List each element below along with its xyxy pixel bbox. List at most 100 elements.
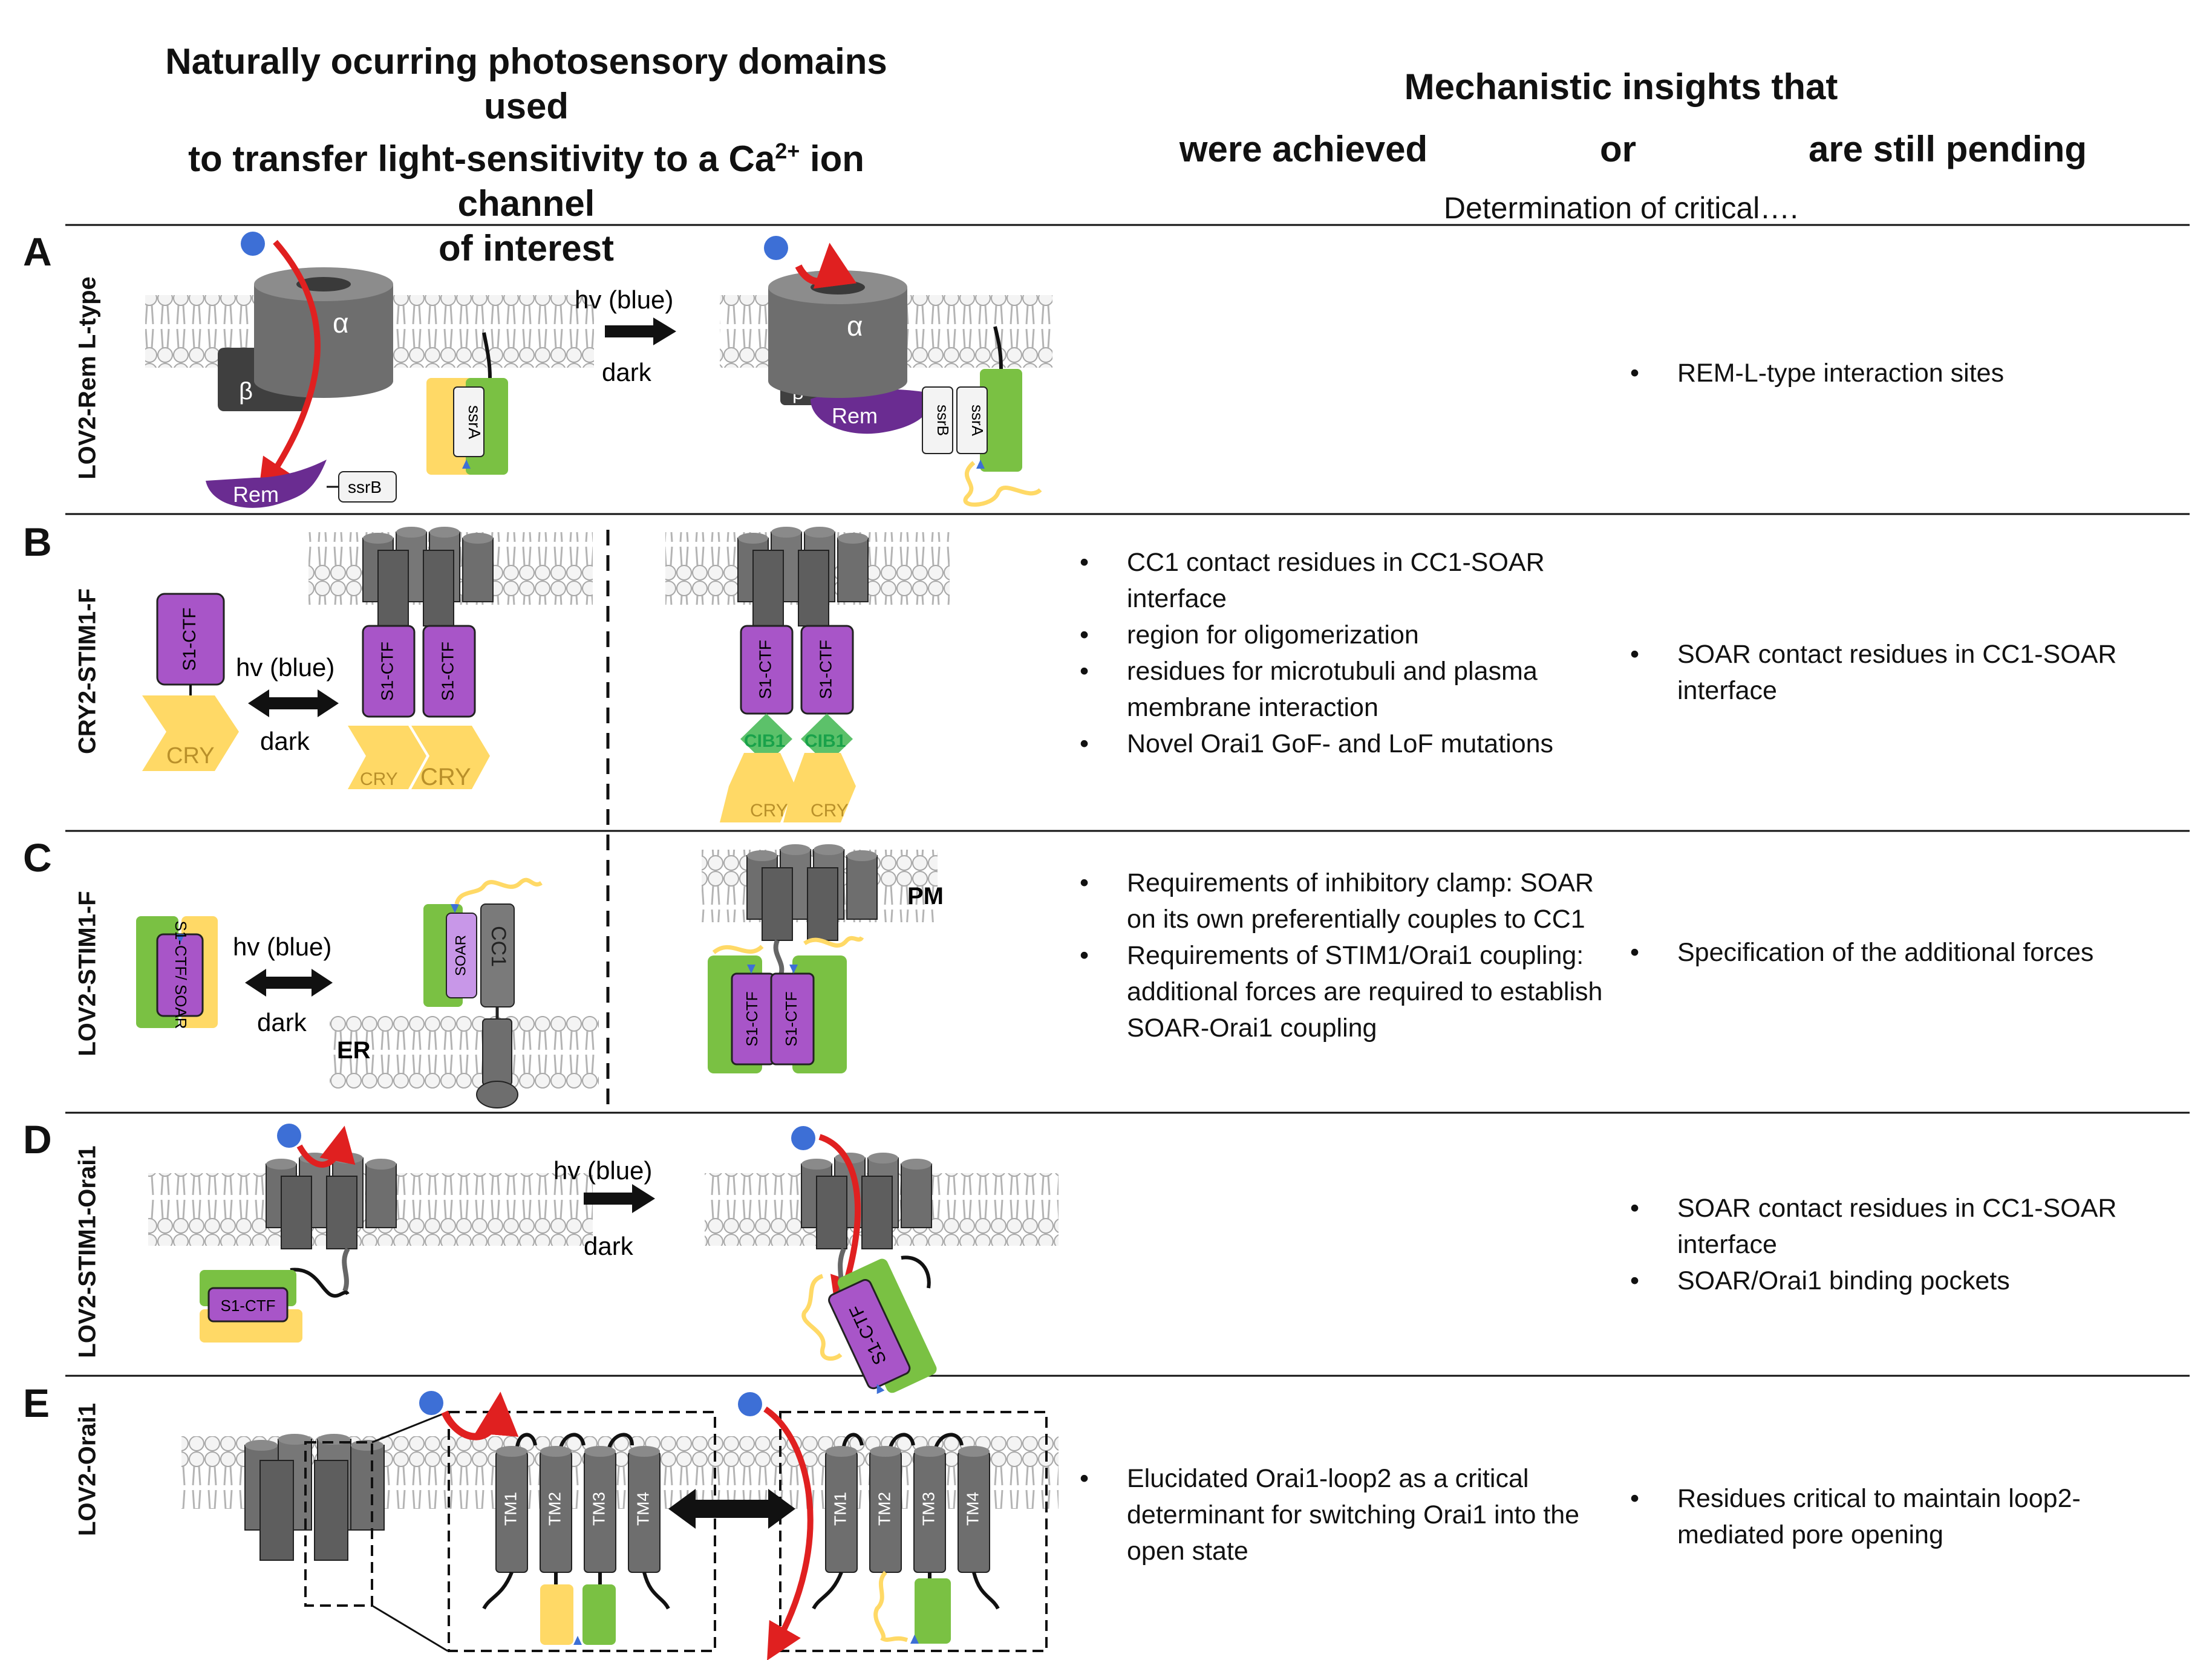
light-arrow <box>605 317 676 345</box>
diagram-shape: S1-CTF <box>828 1258 937 1395</box>
ssra-box <box>453 386 484 457</box>
diagram-shape <box>451 904 459 913</box>
diagram-shape: S1-CTF <box>180 608 200 671</box>
achieved-list-e: Elucidated Orai1-loop2 as a critical det… <box>1080 1460 1606 1569</box>
list-item: Novel Orai1 GoF- and LoF mutations <box>1080 726 1606 762</box>
diagram-shape <box>482 1571 670 1610</box>
diagram-shape <box>868 1153 898 1164</box>
diagram-shape: dark <box>260 727 310 755</box>
diagram-shape <box>326 1176 357 1249</box>
diagram-shape: dark <box>257 1008 307 1037</box>
diagram-shape <box>762 867 793 941</box>
diagram-shape: TM3 <box>589 1492 608 1526</box>
pending-list-d: SOAR contact residues in CC1-SOAR interf… <box>1630 1190 2150 1299</box>
diagram-shape: S1-CTF <box>816 640 835 699</box>
jalpha-helix <box>963 461 1042 507</box>
orai-channel <box>362 527 494 627</box>
diagram-shape: ssrB <box>348 478 382 496</box>
diagram-shape: ER <box>337 1037 371 1064</box>
pending-heading: are still pending <box>1808 129 2087 169</box>
diagram-shape <box>363 533 393 544</box>
diagram-shape <box>901 1159 931 1170</box>
diagram-shape <box>371 1411 448 1444</box>
rem-protein <box>811 389 932 434</box>
s1ctf-box <box>422 625 476 718</box>
diagram-shape <box>876 1384 885 1395</box>
diagram-shape <box>463 533 493 544</box>
diagram-shape <box>365 1164 397 1228</box>
diagram-shape: hv (blue) <box>233 933 331 961</box>
ssra-box <box>956 386 988 454</box>
lov2-yellow <box>540 1584 573 1645</box>
list-item: REM-L-type interaction sites <box>1630 355 2174 391</box>
lov2-green <box>915 1578 951 1644</box>
orai-channel <box>244 1434 385 1561</box>
rem-protein <box>206 460 327 508</box>
zoom-panel <box>448 1411 716 1652</box>
row-label-b: CRY2-STIM1-F <box>74 588 101 755</box>
diagram-shape <box>423 550 454 627</box>
row-label-a: LOV2-Rem L-type <box>74 276 101 480</box>
diagram-shape <box>901 1255 931 1289</box>
diagram-shape: TM1 <box>501 1492 520 1526</box>
row-letter-c: C <box>23 835 52 880</box>
diagram-shape <box>278 1434 311 1445</box>
row-a-diagram: β α Rem ssrB ssrA hv (blue) dark β Rem α <box>145 232 1052 508</box>
title-line: to transfer light-sensitivity to a Ca <box>188 138 775 179</box>
diagram-shape: S1-CTF/ SOAR <box>172 920 190 1029</box>
header-subtitle: Determination of critical…. <box>1443 191 1799 225</box>
diagram-shape <box>245 1440 278 1451</box>
diagram-shape: hv (blue) <box>236 653 334 682</box>
chromophore-icon <box>764 236 788 260</box>
jalpha-helix <box>873 1570 909 1642</box>
membrane <box>330 1016 599 1089</box>
diagram-shape <box>838 533 868 544</box>
diagram-shape <box>296 277 351 291</box>
diagram-shape <box>350 1445 385 1531</box>
diagram-shape <box>266 1159 296 1170</box>
diagram-shape <box>429 527 460 538</box>
list-item: Elucidated Orai1-loop2 as a critical det… <box>1080 1460 1606 1569</box>
diagram-shape: SOAR <box>452 935 469 976</box>
diagram-shape <box>846 855 878 920</box>
list-item: residues for microtubuli and plasma memb… <box>1080 653 1606 726</box>
diagram-shape: CC1 <box>487 926 510 967</box>
diagram-shape <box>396 527 426 538</box>
list-item: Requirements of inhibitory clamp: SOAR o… <box>1080 865 1624 937</box>
red-arrow <box>818 1134 865 1314</box>
diagram-shape: S1-CTF <box>221 1297 276 1315</box>
diagram-shape: TM2 <box>875 1492 893 1526</box>
diagram-shape <box>290 1268 350 1298</box>
diagram-shape <box>773 939 785 978</box>
cry-shape <box>348 726 426 789</box>
diagram-shape <box>804 527 835 538</box>
cry-shape <box>783 753 856 822</box>
orai-channel <box>737 527 869 627</box>
pending-list-b: SOAR contact residues in CC1-SOAR interf… <box>1630 636 2150 709</box>
diagram-shape <box>482 332 492 379</box>
s1ctf-box <box>207 1287 289 1323</box>
diagram-shape: CIB1 <box>744 731 785 751</box>
diagram-shape: CRY <box>420 764 471 790</box>
diagram-shape <box>314 1460 348 1561</box>
diagram-shape: TM1 <box>830 1492 849 1526</box>
diagram-shape <box>747 965 755 974</box>
superscript: 2+ <box>775 138 800 163</box>
diagram-shape <box>847 850 877 861</box>
diagram-shape <box>768 364 907 398</box>
diagram-shape <box>816 1176 847 1249</box>
row-letter-d: D <box>23 1117 52 1162</box>
diagram-shape: TM4 <box>633 1492 652 1526</box>
chromophore-icon <box>738 1392 762 1416</box>
double-arrow <box>668 1489 795 1529</box>
row-separators <box>65 224 2190 1377</box>
list-item: SOAR contact residues in CC1-SOAR interf… <box>1630 636 2150 709</box>
diagram-shape: ssrA <box>465 405 484 439</box>
diagram-shape <box>910 1635 919 1644</box>
soar-box <box>446 913 477 998</box>
stim1-tm <box>482 1018 512 1086</box>
list-item: CC1 contact residues in CC1-SOAR interfa… <box>1080 544 1606 617</box>
s1ctf-box <box>362 625 416 718</box>
list-item: Specification of the additional forces <box>1630 934 2174 971</box>
